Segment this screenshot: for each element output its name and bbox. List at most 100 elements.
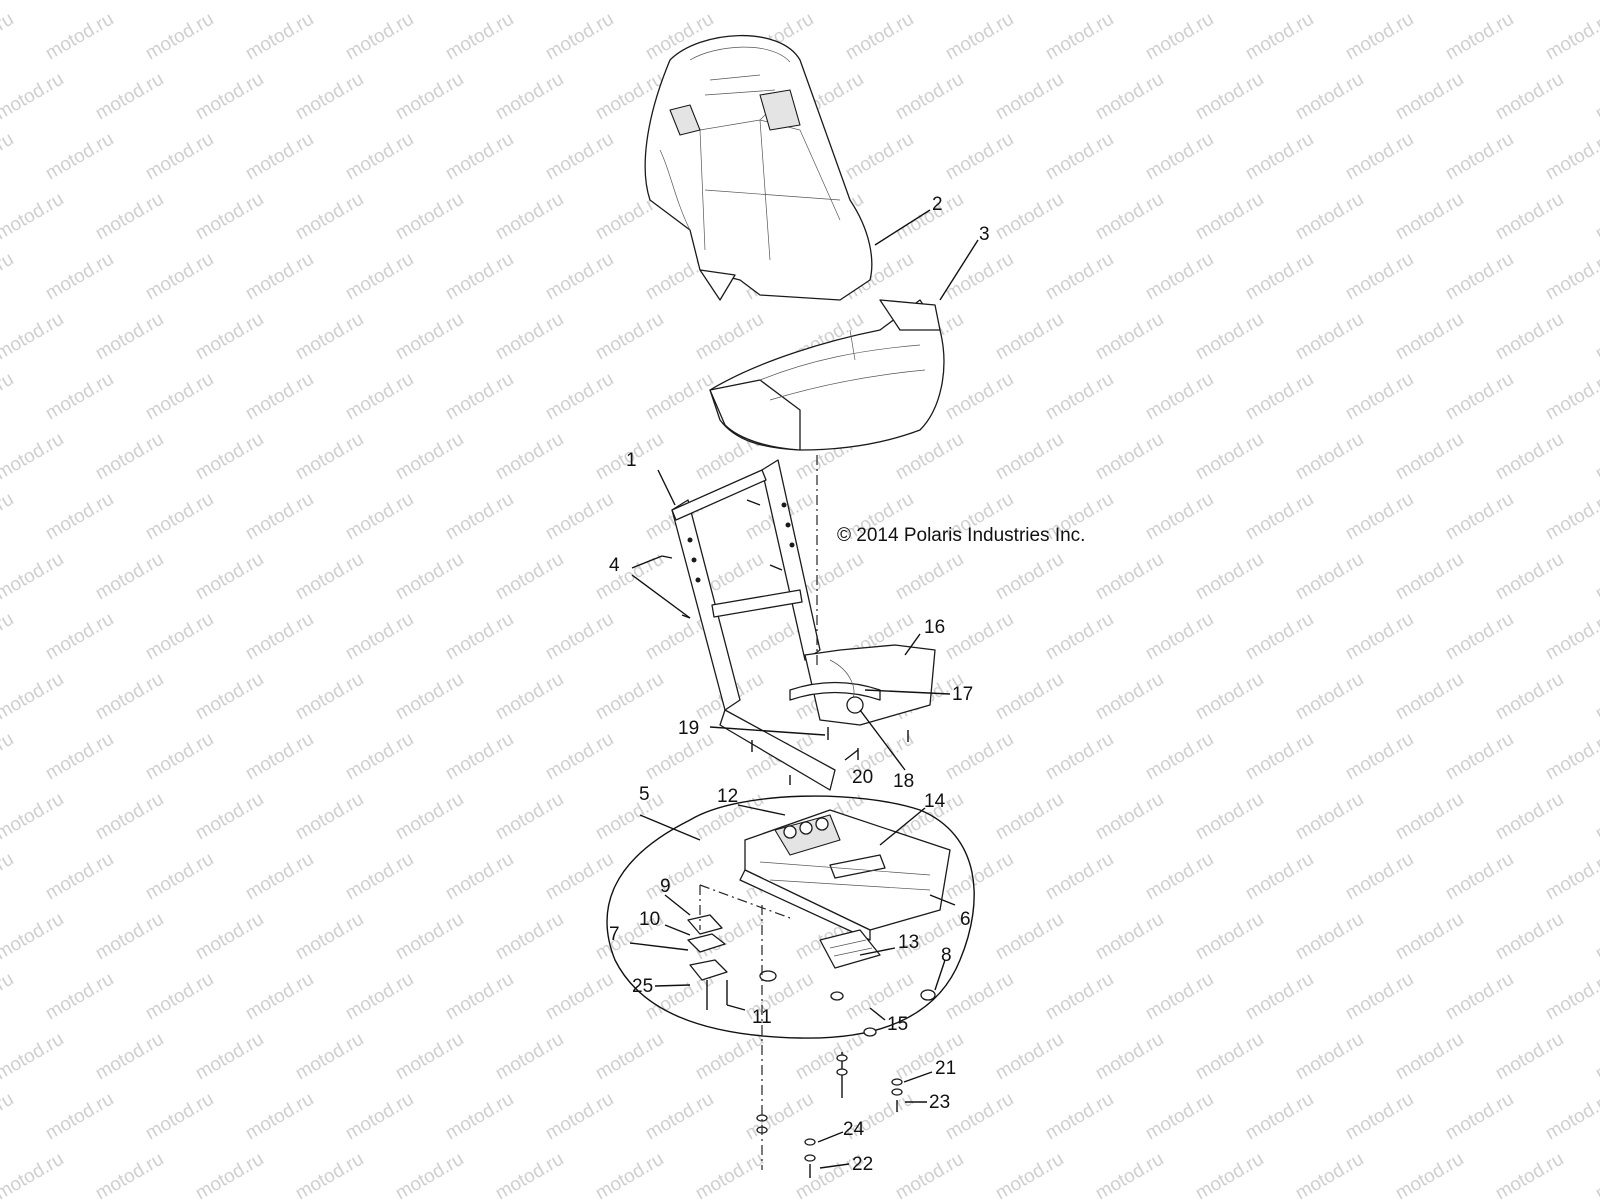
watermark-text: motod.ru: [1342, 129, 1417, 185]
watermark-text: motod.ru: [192, 1149, 267, 1200]
watermark-text: motod.ru: [1292, 1149, 1367, 1200]
watermark-text: motod.ru: [492, 0, 567, 4]
watermark-text: motod.ru: [1192, 0, 1267, 4]
watermark-text: motod.ru: [92, 309, 167, 365]
watermark-text: motod.ru: [142, 729, 217, 785]
watermark-text: motod.ru: [692, 1029, 767, 1085]
watermark-text: motod.ru: [592, 1149, 667, 1200]
watermark-text: motod.ru: [592, 0, 667, 4]
watermark-text: motod.ru: [1042, 369, 1117, 425]
watermark-text: motod.ru: [1592, 909, 1600, 965]
watermark-text: motod.ru: [1092, 1149, 1167, 1200]
watermark-text: motod.ru: [292, 789, 367, 845]
watermark-text: motod.ru: [1442, 1089, 1517, 1145]
watermark-text: motod.ru: [1092, 549, 1167, 605]
watermark-text: motod.ru: [892, 189, 967, 245]
watermark-text: motod.ru: [342, 1089, 417, 1145]
watermark-text: motod.ru: [292, 1029, 367, 1085]
watermark-text: motod.ru: [1242, 129, 1317, 185]
watermark-text: motod.ru: [1042, 1089, 1117, 1145]
watermark-text: motod.ru: [1192, 789, 1267, 845]
watermark-text: motod.ru: [1592, 669, 1600, 725]
watermark-text: motod.ru: [1192, 1029, 1267, 1085]
callout-8: 8: [941, 945, 952, 966]
watermark-text: motod.ru: [42, 609, 117, 665]
watermark-text: motod.ru: [942, 129, 1017, 185]
watermark-text: motod.ru: [892, 1149, 967, 1200]
watermark-text: motod.ru: [1092, 69, 1167, 125]
watermark-text: motod.ru: [1042, 9, 1117, 65]
watermark-text: motod.ru: [1492, 909, 1567, 965]
watermark-text: motod.ru: [492, 669, 567, 725]
watermark-text: motod.ru: [1092, 189, 1167, 245]
watermark-text: motod.ru: [492, 1029, 567, 1085]
frame-to-base-axis: [699, 884, 791, 1170]
watermark-text: motod.ru: [1492, 309, 1567, 365]
callout-16: 16: [924, 617, 945, 638]
watermark-text: motod.ru: [1342, 249, 1417, 305]
watermark-text: motod.ru: [0, 729, 17, 785]
callout-11: 11: [752, 1007, 772, 1028]
watermark-text: motod.ru: [1342, 729, 1417, 785]
callout-17: 17: [952, 684, 973, 705]
watermark-text: motod.ru: [1542, 249, 1600, 305]
watermark-text: motod.ru: [992, 909, 1067, 965]
callout-21: 21: [935, 1058, 956, 1079]
watermark-text: motod.ru: [292, 429, 367, 485]
watermark-text: motod.ru: [1492, 549, 1567, 605]
watermark-text: motod.ru: [942, 9, 1017, 65]
watermark-text: motod.ru: [392, 909, 467, 965]
seat-slider: [819, 929, 881, 969]
watermark-text: motod.ru: [392, 309, 467, 365]
watermark-text: motod.ru: [1242, 249, 1317, 305]
watermark-text: motod.ru: [0, 1089, 17, 1145]
watermark-text: motod.ru: [1392, 429, 1467, 485]
watermark-text: motod.ru: [1442, 249, 1517, 305]
callout-labels: 1 2 3 4 5 6 7 8 9 10 11 12 13 14 15 16 1…: [609, 194, 990, 1175]
watermark-text: motod.ru: [0, 9, 17, 65]
fastener-assembly: [687, 914, 936, 1178]
callout-20: 20: [852, 767, 873, 788]
watermark-text: motod.ru: [242, 369, 317, 425]
watermark-text: motod.ru: [1042, 609, 1117, 665]
callout-25: 25: [632, 976, 653, 997]
watermark-text: motod.ru: [1592, 309, 1600, 365]
watermark-text: motod.ru: [592, 549, 667, 605]
watermark-text: motod.ru: [542, 249, 617, 305]
watermark-text: motod.ru: [1142, 1089, 1217, 1145]
watermark-text: motod.ru: [1092, 429, 1167, 485]
watermark-text: motod.ru: [642, 849, 717, 905]
watermark-text: motod.ru: [1192, 429, 1267, 485]
watermark-text: motod.ru: [792, 0, 867, 4]
watermark-text: motod.ru: [1342, 489, 1417, 545]
watermark-text: motod.ru: [0, 369, 17, 425]
watermark-text: motod.ru: [0, 609, 17, 665]
watermark-text: motod.ru: [392, 189, 467, 245]
watermark-text: motod.ru: [942, 249, 1017, 305]
watermark-text: motod.ru: [1192, 549, 1267, 605]
watermark-text: motod.ru: [1592, 0, 1600, 4]
watermark-text: motod.ru: [1042, 849, 1117, 905]
watermark-text: motod.ru: [1342, 369, 1417, 425]
watermark-text: motod.ru: [942, 849, 1017, 905]
watermark-text: motod.ru: [442, 849, 517, 905]
watermark-text: motod.ru: [442, 129, 517, 185]
watermark-text: motod.ru: [42, 9, 117, 65]
watermark-text: motod.ru: [992, 0, 1067, 4]
watermark-text: motod.ru: [342, 729, 417, 785]
watermark-text: motod.ru: [542, 729, 617, 785]
watermark-text: motod.ru: [42, 729, 117, 785]
watermark-text: motod.ru: [1442, 969, 1517, 1025]
watermark-text: motod.ru: [1142, 849, 1217, 905]
watermark-text: motod.ru: [442, 1089, 517, 1145]
watermark-text: motod.ru: [942, 729, 1017, 785]
watermark-text: motod.ru: [592, 789, 667, 845]
watermark-text: motod.ru: [1192, 189, 1267, 245]
watermark-text: motod.ru: [392, 789, 467, 845]
watermark-text: motod.ru: [1292, 549, 1367, 605]
watermark-text: motod.ru: [1342, 609, 1417, 665]
watermark-text: motod.ru: [1542, 369, 1600, 425]
watermark-text: motod.ru: [492, 309, 567, 365]
callout-14: 14: [924, 791, 946, 812]
watermark-text: motod.ru: [1442, 489, 1517, 545]
